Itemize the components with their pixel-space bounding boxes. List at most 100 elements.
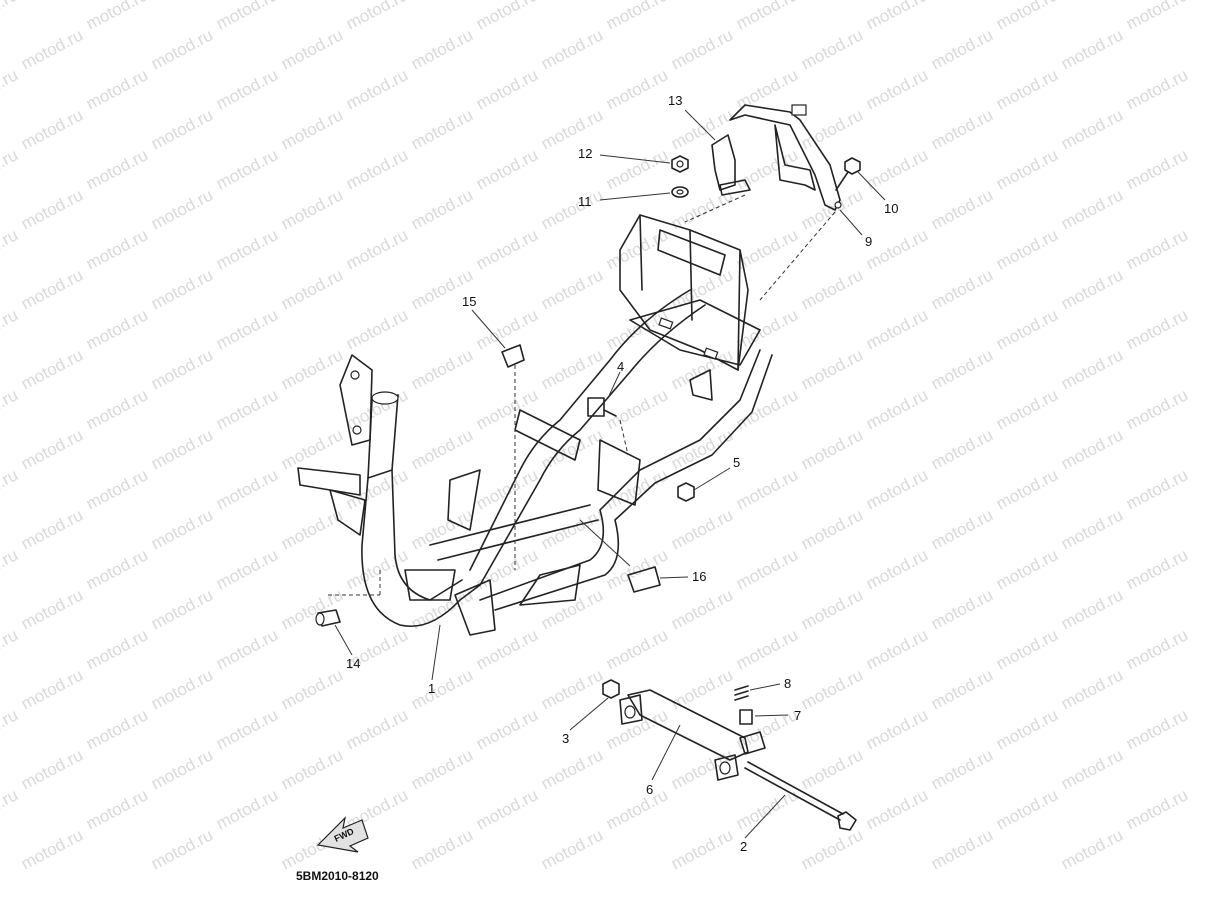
watermark-text: motod.ru xyxy=(1058,665,1126,713)
watermark-text: motod.ru xyxy=(928,105,996,153)
watermark-text: motod.ru xyxy=(538,25,606,73)
watermark-text: motod.ru xyxy=(473,65,541,113)
callout-3: 3 xyxy=(562,731,569,746)
watermark-text: motod.ru xyxy=(213,705,281,753)
callout-16: 16 xyxy=(692,569,706,584)
watermark-text: motod.ru xyxy=(798,425,866,473)
watermark-text: motod.ru xyxy=(408,745,476,793)
watermark-text: motod.ru xyxy=(83,225,151,273)
watermark-text: motod.ru xyxy=(473,545,541,593)
watermark-text: motod.ru xyxy=(83,385,151,433)
watermark-text: motod.ru xyxy=(798,745,866,793)
watermark-text: motod.ru xyxy=(798,25,866,73)
watermark-text: motod.ru xyxy=(83,705,151,753)
watermark-text: motod.ru xyxy=(18,745,86,793)
watermark-text: motod.ru xyxy=(213,465,281,513)
watermark-text: motod.ru xyxy=(278,425,346,473)
watermark-text: motod.ru xyxy=(668,105,736,153)
spring-8 xyxy=(734,685,749,701)
watermark-text: motod.ru xyxy=(668,505,736,553)
watermark-text: motod.ru xyxy=(863,705,931,753)
watermark-text: motod.ru xyxy=(993,0,1061,34)
watermark-text: motod.ru xyxy=(538,745,606,793)
front-bracket xyxy=(339,354,373,446)
watermark-text: motod.ru xyxy=(343,705,411,753)
watermark-text: motod.ru xyxy=(538,505,606,553)
watermark-text: motod.ru xyxy=(18,25,86,73)
callout-11: 11 xyxy=(578,194,592,209)
rear-subframe xyxy=(619,214,749,371)
watermark-text: motod.ru xyxy=(668,585,736,633)
watermark-text: motod.ru xyxy=(18,265,86,313)
watermark-text: motod.ru xyxy=(0,305,21,353)
diagram-code: 5BM2010-8120 xyxy=(296,869,379,883)
watermark-text: motod.ru xyxy=(863,385,931,433)
watermark-text: motod.ru xyxy=(928,185,996,233)
watermark-text: motod.ru xyxy=(928,345,996,393)
watermark-text: motod.ru xyxy=(408,185,476,233)
watermark-text: motod.ru xyxy=(278,105,346,153)
callout-5: 5 xyxy=(733,455,740,470)
watermark-text: motod.ru xyxy=(603,0,671,34)
watermark-text: motod.ru xyxy=(18,425,86,473)
watermark-text: motod.ru xyxy=(928,25,996,73)
watermark-text: motod.ru xyxy=(148,345,216,393)
watermark-text: motod.ru xyxy=(0,0,21,34)
watermark-text: motod.ru xyxy=(473,385,541,433)
watermark-text: motod.ru xyxy=(1058,105,1126,153)
watermark-text: motod.ru xyxy=(83,545,151,593)
watermark-text: motod.ru xyxy=(928,265,996,313)
watermark-text: motod.ru xyxy=(993,545,1061,593)
watermark-text: motod.ru xyxy=(733,145,801,193)
watermark-text: motod.ru xyxy=(83,305,151,353)
watermark-text: motod.ru xyxy=(1123,65,1191,113)
watermark-text: motod.ru xyxy=(148,745,216,793)
bolt-2 xyxy=(744,761,857,831)
watermark-text: motod.ru xyxy=(343,0,411,34)
watermark-text: motod.ru xyxy=(668,25,736,73)
watermark-text: motod.ru xyxy=(863,545,931,593)
watermark-text: motod.ru xyxy=(928,505,996,553)
callouts: 1 2 3 4 5 6 7 8 9 10 11 12 13 14 15 16 xyxy=(346,93,898,854)
watermark-text: motod.ru xyxy=(603,545,671,593)
fwd-arrow-icon: FWD xyxy=(316,816,369,853)
watermark-text: motod.ru xyxy=(18,185,86,233)
watermark-text: motod.ru xyxy=(993,225,1061,273)
watermark-text: motod.ru xyxy=(1123,305,1191,353)
watermark-text: motod.ru xyxy=(343,305,411,353)
watermark-text: motod.ru xyxy=(0,385,21,433)
watermark-text: motod.ru xyxy=(148,505,216,553)
label-15 xyxy=(501,344,525,368)
watermark-text: motod.ru xyxy=(213,545,281,593)
watermark-text: motod.ru xyxy=(538,825,606,873)
watermark-text: motod.ru xyxy=(993,65,1061,113)
watermark-text: motod.ru xyxy=(148,185,216,233)
nut-3 xyxy=(602,679,620,699)
watermark-text: motod.ru xyxy=(148,265,216,313)
watermark-text: motod.ru xyxy=(733,465,801,513)
rear-grab-bar xyxy=(729,104,842,211)
watermark-text: motod.ru xyxy=(148,585,216,633)
watermark-text: motod.ru xyxy=(473,145,541,193)
watermark-text: motod.ru xyxy=(18,665,86,713)
nut-12 xyxy=(671,155,689,173)
watermark-text: motod.ru xyxy=(278,25,346,73)
washer-11 xyxy=(671,186,689,198)
watermark-text: motod.ru xyxy=(408,105,476,153)
watermark-text: motod.ru xyxy=(213,65,281,113)
watermark-text: motod.ru xyxy=(148,665,216,713)
watermark-text: motod.ru xyxy=(0,705,21,753)
watermark-text: motod.ru xyxy=(863,225,931,273)
watermark-text: motod.ru xyxy=(798,265,866,313)
watermark-text: motod.ru xyxy=(798,105,866,153)
watermark-text: motod.ru xyxy=(473,225,541,273)
watermark-text: motod.ru xyxy=(603,785,671,833)
watermark-text: motod.ru xyxy=(1058,505,1126,553)
head-pipe-top xyxy=(371,391,399,405)
watermark-text: motod.ru xyxy=(1123,625,1191,673)
watermark-text: motod.ru xyxy=(733,0,801,34)
watermark-text: motod.ru xyxy=(343,465,411,513)
watermark-text: motod.ru xyxy=(408,665,476,713)
watermark-text: motod.ru xyxy=(928,825,996,873)
